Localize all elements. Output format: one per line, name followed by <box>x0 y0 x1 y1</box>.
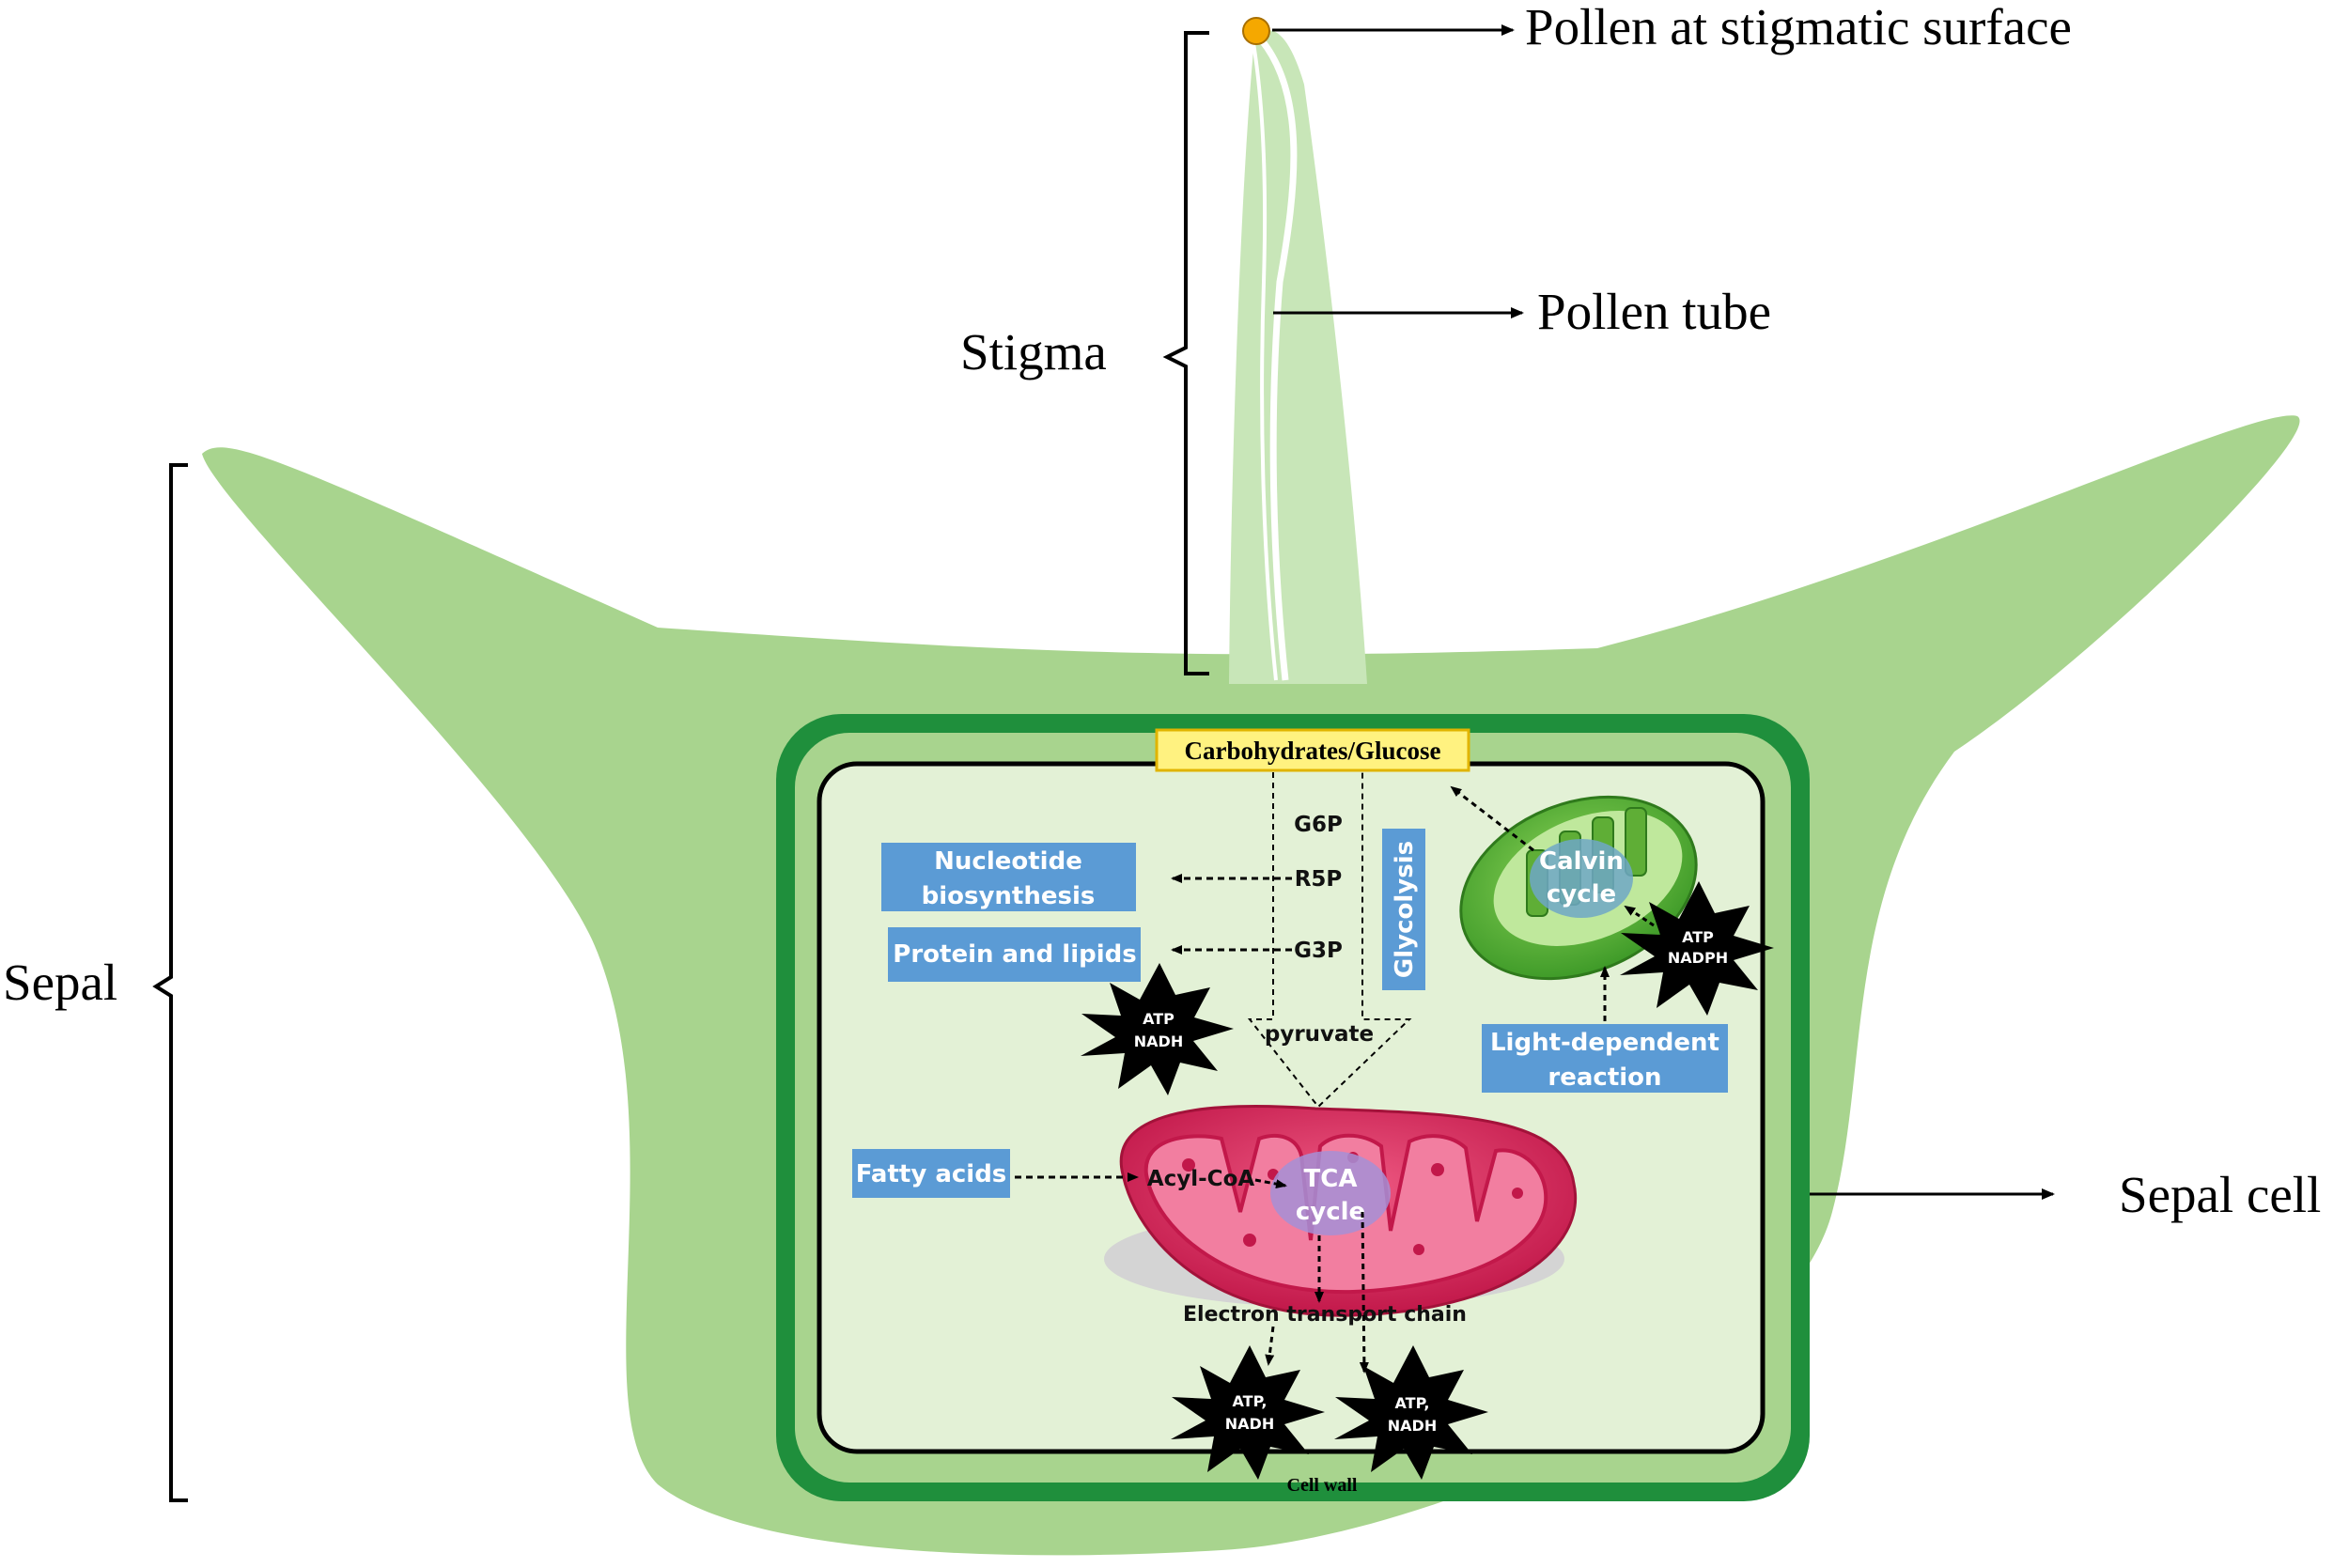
mito-granule <box>1182 1158 1195 1172</box>
nucleotide-label-2: biosynthesis <box>922 882 1096 910</box>
acyl-to-tca-arrow <box>1254 1178 1287 1189</box>
calvin-label-1: Calvin <box>1539 847 1624 876</box>
tca-label-1: TCA <box>1304 1165 1358 1193</box>
atp-nadph-burst <box>1620 881 1774 1016</box>
etc-label: Electron transport chain <box>1183 1303 1467 1327</box>
glycolysis-box <box>1382 829 1425 990</box>
light-reaction-label-1: Light-dependent <box>1490 1029 1719 1057</box>
cell-wall-label: Cell wall <box>1287 1475 1358 1496</box>
protein-lipids-box <box>888 927 1141 982</box>
etc-atp-burst-left <box>1171 1345 1325 1480</box>
sepal-cell-label: Sepal cell <box>2119 1166 2321 1223</box>
tca-cycle-circle <box>1270 1151 1391 1235</box>
pollen-tube-label: Pollen tube <box>1537 283 1771 340</box>
atp-nadph-text-1: ATP <box>1682 928 1714 946</box>
atp-nadh-text-1: ATP <box>1143 1010 1174 1028</box>
tca-label-2: cycle <box>1296 1198 1365 1226</box>
sepal-label: Sepal <box>3 954 117 1011</box>
etc-to-atp-left-arrow <box>1265 1326 1275 1366</box>
pollen-grain <box>1242 17 1270 45</box>
carbohydrates-label: Carbohydrates/Glucose <box>1185 737 1441 765</box>
glycolysis-label: Glycolysis <box>1391 841 1419 978</box>
stigma-label: Stigma <box>960 323 1107 380</box>
atp-nadh-text-2: NADH <box>1134 1032 1183 1050</box>
nucleotide-box <box>881 843 1136 911</box>
g6p-label: G6P <box>1294 813 1343 837</box>
etc-atp-right-text-2: NADH <box>1388 1417 1437 1435</box>
sepal-bracket <box>152 463 188 1502</box>
g3p-label: G3P <box>1294 939 1343 963</box>
pollen-tube-line-inner <box>1251 37 1278 681</box>
protein-lipids-label: Protein and lipids <box>893 940 1136 969</box>
atp-nadph-text-2: NADPH <box>1668 949 1728 967</box>
fatty-acids-box <box>852 1149 1010 1198</box>
stigma-bracket <box>1162 31 1209 675</box>
pollen-tube-line <box>1258 37 1298 681</box>
mito-granule <box>1413 1244 1424 1255</box>
etc-atp-burst-right <box>1334 1345 1488 1480</box>
etc-atp-left-text-2: NADH <box>1225 1415 1274 1433</box>
mito-granule <box>1431 1163 1444 1176</box>
fatty-acids-label: Fatty acids <box>856 1160 1007 1188</box>
mito-granule <box>1512 1188 1523 1199</box>
pollen-surface-label: Pollen at stigmatic surface <box>1525 0 2072 55</box>
mito-granule <box>1243 1234 1256 1247</box>
carbohydrates-box <box>1155 728 1470 772</box>
atp-nadh-burst <box>1081 963 1234 1095</box>
light-reaction-box <box>1482 1024 1728 1093</box>
r5p-label: R5P <box>1295 867 1343 892</box>
stigma-shape <box>1229 30 1367 685</box>
nadph-to-calvin-arrow <box>1624 905 1655 927</box>
nucleotide-label-1: Nucleotide <box>934 847 1082 876</box>
etc-atp-left-text-1: ATP, <box>1233 1392 1268 1410</box>
calvin-cycle-circle <box>1530 839 1633 918</box>
pyruvate-label: pyruvate <box>1265 1022 1374 1047</box>
calvin-to-carb-arrow <box>1450 785 1534 852</box>
acyl-coa-label: Acyl-CoA <box>1147 1167 1255 1191</box>
calvin-label-2: cycle <box>1547 880 1616 908</box>
etc-atp-right-text-1: ATP, <box>1395 1394 1430 1412</box>
light-reaction-label-2: reaction <box>1548 1063 1661 1092</box>
